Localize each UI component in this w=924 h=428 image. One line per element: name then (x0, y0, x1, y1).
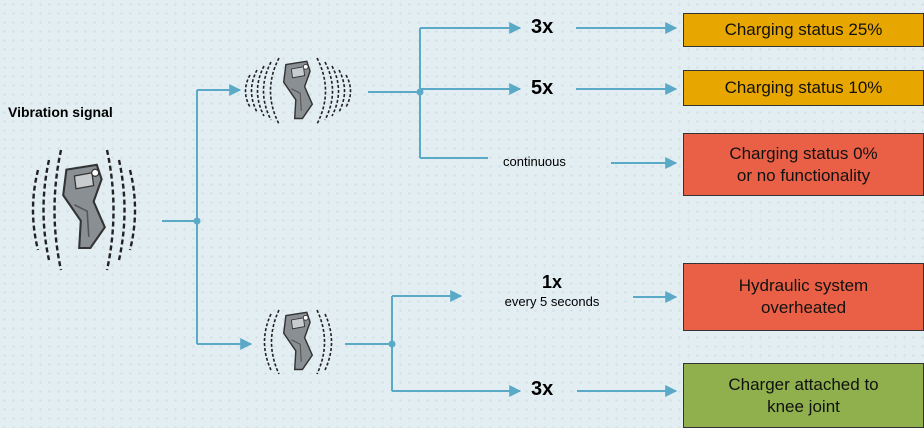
result-charger-line1: Charger attached to (728, 374, 879, 394)
diagram-title: Vibration signal (8, 104, 113, 120)
count-3x-upper: 3x (531, 16, 554, 38)
result-charger-attached: Charger attached to knee joint (683, 363, 924, 428)
result-charging-0-line2: or no functionality (736, 165, 871, 185)
lower-knee-icon (263, 309, 333, 375)
result-charging-25-label: Charging status 25% (724, 20, 883, 40)
result-charging-25: Charging status 25% (683, 13, 924, 47)
result-charging-0-line1: Charging status 0% (729, 143, 878, 163)
count-1x-detail: every 5 seconds (504, 294, 600, 309)
result-charging-0: Charging status 0% or no functionality (683, 133, 924, 196)
result-charger-line2: knee joint (767, 396, 840, 416)
count-1x-group: 1x every 5 seconds (482, 272, 622, 309)
count-5x: 5x (531, 77, 554, 99)
result-hydraulic-line2: overheated (760, 298, 847, 317)
count-continuous: continuous (503, 154, 566, 169)
count-1x: 1x (541, 272, 563, 292)
result-charging-10: Charging status 10% (683, 70, 924, 106)
result-hydraulic-overheated: Hydraulic system overheated (683, 263, 924, 331)
count-3x-lower: 3x (531, 378, 554, 400)
main-knee-icon (31, 149, 137, 271)
upper-knee-icon (244, 57, 352, 125)
result-charging-10-label: Charging status 10% (724, 78, 883, 98)
result-hydraulic-line1: Hydraulic system (738, 276, 869, 296)
